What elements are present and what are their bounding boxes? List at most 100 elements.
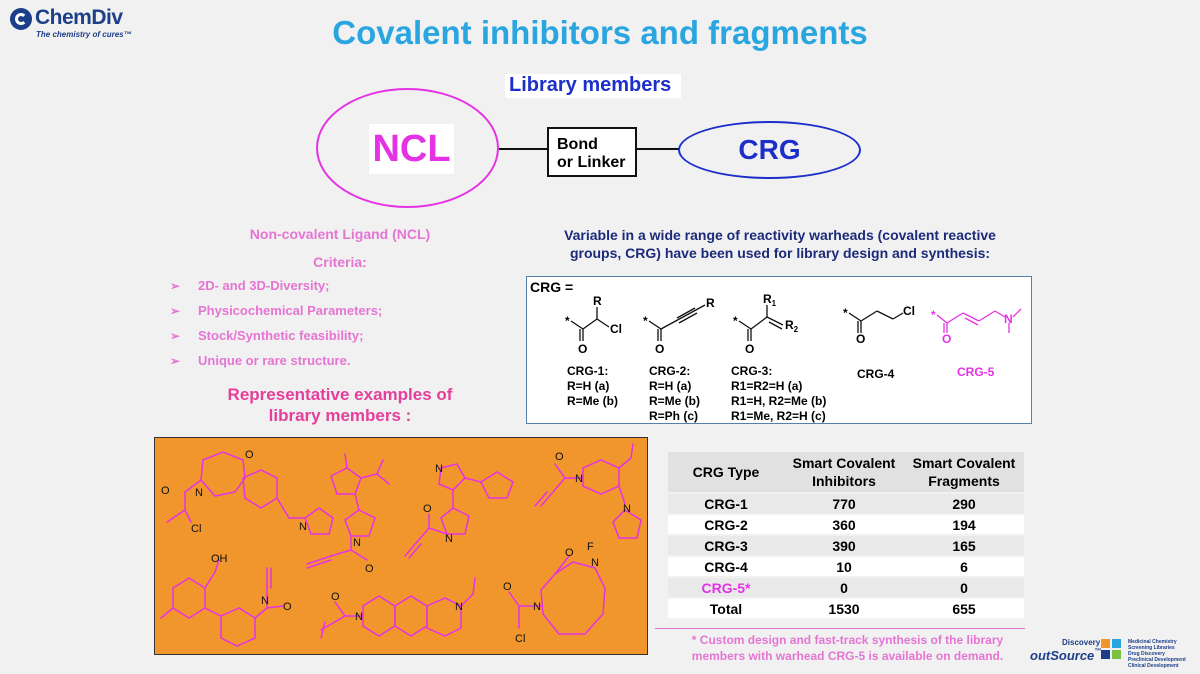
footnote-line2: members with warhead CRG-5 is available … <box>691 649 1004 663</box>
mol3-n: N <box>435 463 443 475</box>
crg-label: CRG <box>738 134 801 165</box>
footnote-divider <box>655 628 1025 629</box>
criteria-heading: Criteria: <box>313 254 367 270</box>
ncl-label: NCL <box>369 124 454 174</box>
crg1-star: * <box>565 314 570 328</box>
outsource-logo-icon <box>1101 639 1121 659</box>
crg4-cl: Cl <box>903 304 915 318</box>
crg3-r2: R2 <box>785 318 799 334</box>
crg-ellipse <box>678 121 861 179</box>
mol7-o: O <box>565 547 574 559</box>
table-cell: 770 <box>784 492 904 514</box>
crg-structures-box: CRG = * O R Cl * O R * O R1 R2 <box>526 276 1032 424</box>
table-header-row: CRG Type Smart Covalent Inhibitors Smart… <box>668 452 1024 493</box>
mol7-cl: Cl <box>515 633 525 645</box>
table-cell: 290 <box>904 492 1024 514</box>
table-cell: CRG-2 <box>668 513 784 535</box>
col-header-crg-type: CRG Type <box>668 452 784 493</box>
outsource-tm: ™ <box>1094 648 1102 655</box>
crg-equals-label: CRG = <box>530 279 574 295</box>
crg2-line: R=Ph (c) <box>649 409 699 423</box>
crg1-line: CRG-1: <box>567 364 609 378</box>
crg3-line: R1=R2=H (a) <box>731 379 803 393</box>
molecule-6 <box>320 577 476 639</box>
service-item: Medicinal Chemistry <box>1128 639 1177 645</box>
crg4-o: O <box>856 332 865 346</box>
crg3-line: CRG-3: <box>731 364 773 378</box>
crg1-line: R=Me (b) <box>567 394 618 408</box>
crg1-r: R <box>593 294 602 308</box>
mol3-o: O <box>423 503 432 515</box>
table-cell-crg5: CRG-5* <box>668 576 784 598</box>
logo-tagline: The chemistry of cures™ <box>36 30 132 39</box>
crg2-r: R <box>706 296 715 310</box>
crg4-structure <box>848 310 904 333</box>
crg5-o: O <box>942 332 951 346</box>
table-cell: 360 <box>784 513 904 535</box>
bond-linker-box: Bond or Linker <box>547 127 637 177</box>
mol1-o: O <box>161 485 170 497</box>
service-item: Drug Discovery <box>1128 651 1165 657</box>
connector-line-right <box>637 148 679 150</box>
crg2-line: R=Me (b) <box>649 394 700 408</box>
mol2-o: O <box>365 563 374 575</box>
molecule-4 <box>534 443 642 539</box>
connector-line-left <box>499 148 547 150</box>
crg4-star: * <box>843 306 848 320</box>
arrow-bullet-icon: ➢ <box>170 354 181 368</box>
service-item: Preclinical Development <box>1128 657 1186 663</box>
ncl-heading: Non-covalent Ligand (NCL) <box>249 226 431 242</box>
crg-stats-table: CRG Type Smart Covalent Inhibitors Smart… <box>668 452 1024 618</box>
chemdiv-logo-icon <box>10 8 32 30</box>
crg3-structure <box>738 305 784 341</box>
representative-heading: Representative examples of library membe… <box>200 384 480 426</box>
molecule-3 <box>404 463 514 559</box>
crg3-r1: R1 <box>763 292 777 308</box>
table-cell: 165 <box>904 534 1024 556</box>
footnote-line1: * Custom design and fast-track synthesis… <box>691 633 1004 647</box>
crg3-star: * <box>733 314 738 328</box>
crg5-n: N <box>1004 312 1013 326</box>
table-cell: CRG-1 <box>668 492 784 514</box>
crg2-line: R=H (a) <box>649 379 692 393</box>
molecule-5 <box>160 559 284 647</box>
representative-line2: library members : <box>268 406 412 425</box>
mol6-o: O <box>331 591 340 603</box>
criteria-text: Physicochemical Parameters; <box>198 303 383 318</box>
mol1-cl: Cl <box>191 523 201 535</box>
mol3-n2: N <box>445 533 453 545</box>
representative-line1: Representative examples of <box>227 385 453 404</box>
section-subtitle: Library members <box>505 74 682 98</box>
list-item: ➢ Unique or rare structure. <box>170 353 382 378</box>
crg1-label: CRG-1: R=H (a) R=Me (b) <box>567 364 618 409</box>
mol2-n: N <box>353 537 361 549</box>
crg1-line: R=H (a) <box>567 379 610 393</box>
criteria-text: Unique or rare structure. <box>198 353 351 368</box>
bond-label-line2: or Linker <box>557 154 626 171</box>
table-cell: 655 <box>904 597 1024 618</box>
table-cell: 0 <box>784 576 904 598</box>
mol6-n: N <box>355 611 363 623</box>
table-cell: 390 <box>784 534 904 556</box>
table-cell: CRG-4 <box>668 555 784 577</box>
molecule-7 <box>508 555 606 635</box>
mol7-nh: N <box>591 557 599 569</box>
molecule-2 <box>306 453 390 569</box>
mol7-n: N <box>533 601 541 613</box>
table-cell: CRG-3 <box>668 534 784 556</box>
crg2-line: CRG-2: <box>649 364 691 378</box>
list-item: ➢Physicochemical Parameters; <box>170 303 382 328</box>
mol7-o2: O <box>503 581 512 593</box>
examples-structures-svg: O N Cl O N N O N O N <box>160 443 642 647</box>
variable-line1: Variable in a wide range of reactivity w… <box>564 227 996 243</box>
crg1-o: O <box>578 342 587 356</box>
table-cell: Total <box>668 597 784 618</box>
mol5-oh: OH <box>211 553 228 565</box>
arrow-bullet-icon: ➢ <box>170 279 181 293</box>
criteria-text: Stock/Synthetic feasibility; <box>198 328 364 343</box>
crg3-line: R1=H, R2=Me (b) <box>731 394 827 408</box>
outsource-services: Medicinal Chemistry Screening Libraries … <box>1128 639 1186 669</box>
crg-structures-svg: * O R Cl * O R * O R1 R2 * O Cl <box>565 292 1022 356</box>
